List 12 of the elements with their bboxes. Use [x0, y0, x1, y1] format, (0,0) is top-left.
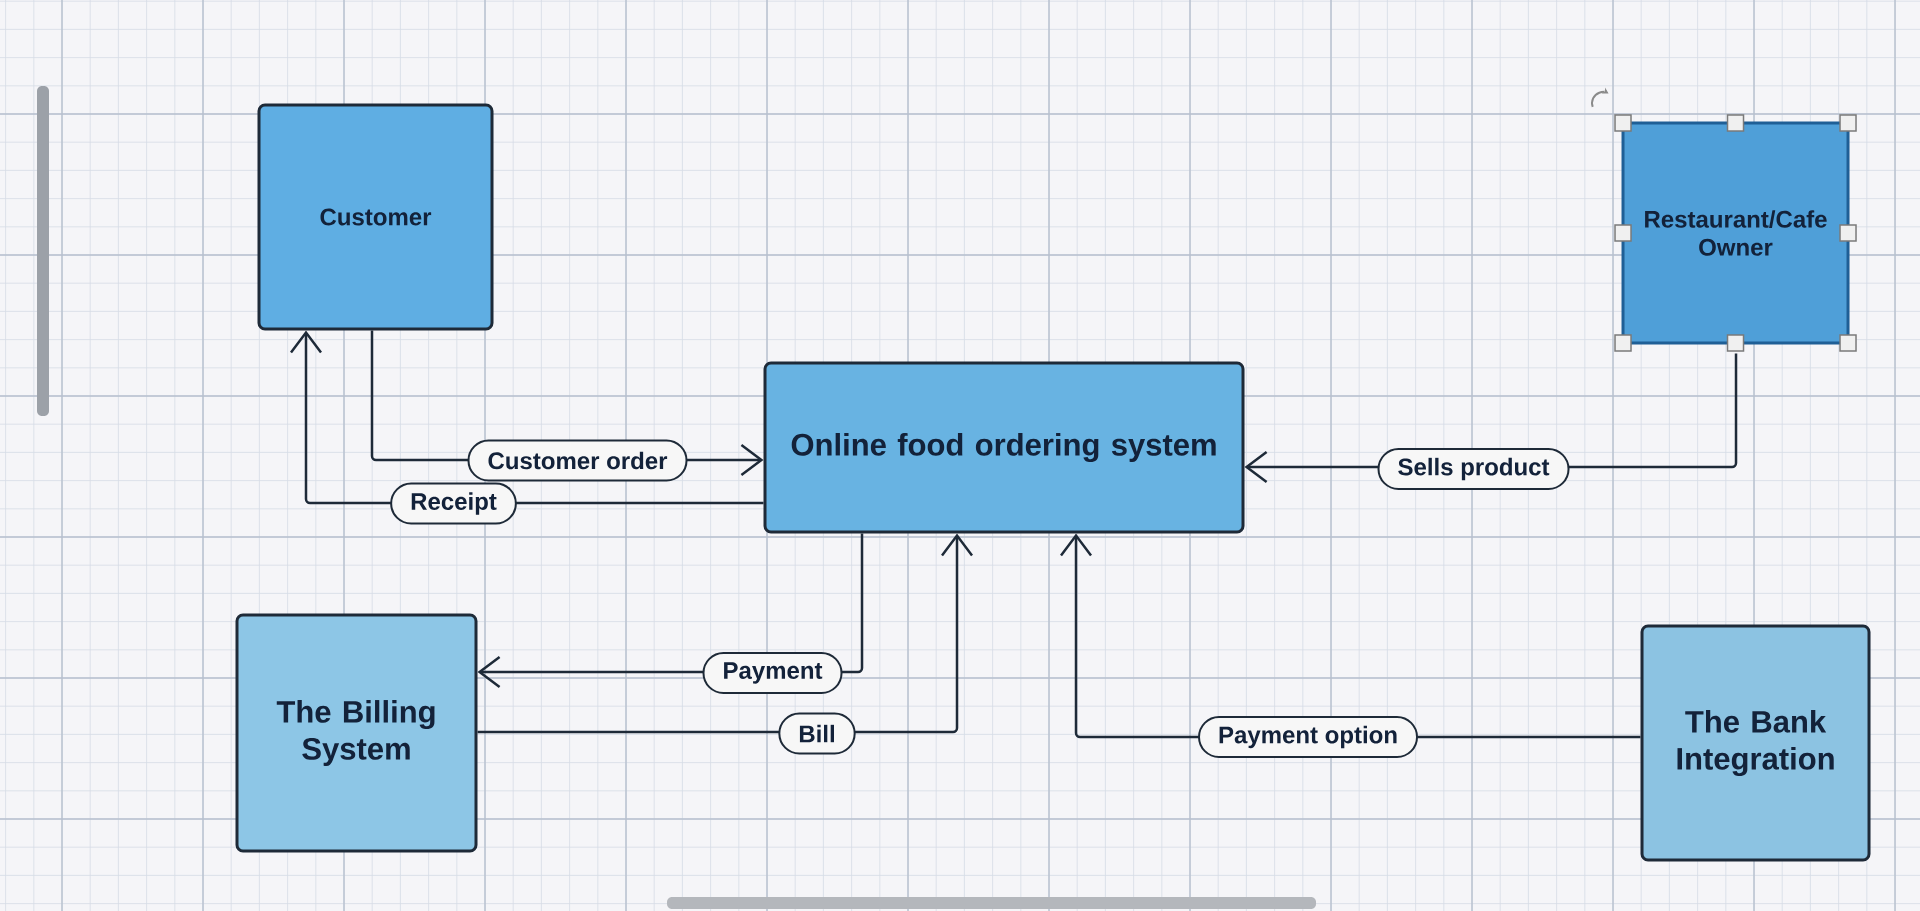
edge-label: Payment option [1198, 716, 1418, 758]
edge-label: Sells product [1377, 448, 1570, 490]
arrow [477, 533, 973, 734]
entity-box: Restaurant/Cafe Owner [1621, 121, 1850, 345]
process-box: Online food ordering system [763, 361, 1245, 534]
entity-box: The Billing System [235, 613, 478, 853]
edge-label: Receipt [390, 482, 517, 525]
entity-box: The Bank Integration [1640, 624, 1871, 862]
entity-box: Customer [257, 103, 494, 331]
edge-label: Customer order [467, 439, 688, 482]
edge-label: Bill [778, 712, 856, 755]
edge-label: Payment [702, 652, 843, 694]
